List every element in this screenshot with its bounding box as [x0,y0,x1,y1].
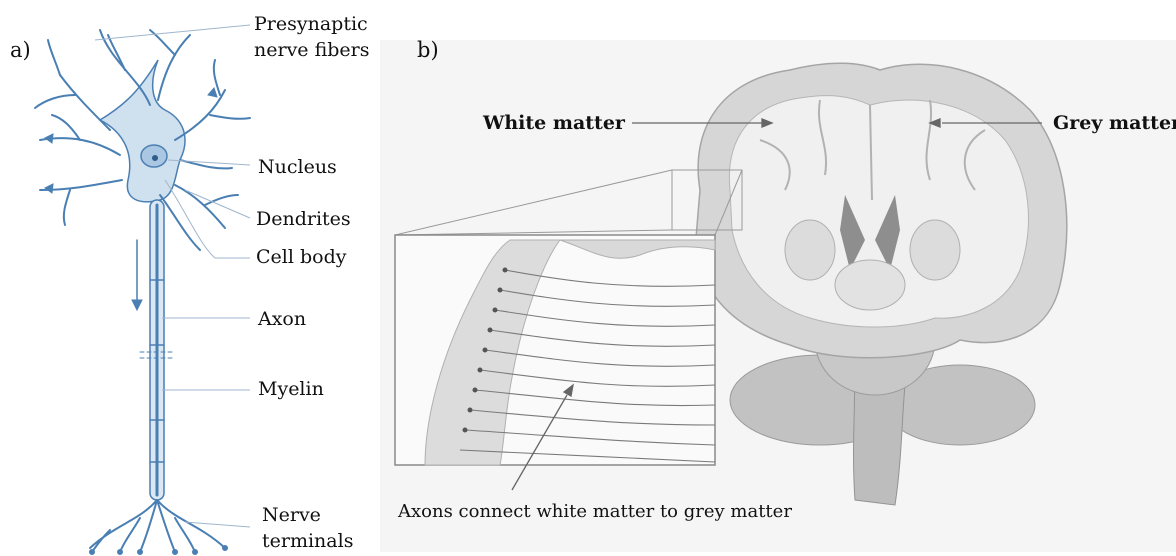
neuron-leader-lines [95,25,250,527]
nerve-terminals [90,500,225,552]
label-dendrites: Dendrites [256,207,351,231]
panel-label-b: b) [417,38,439,62]
label-nerve: Nerve [262,503,321,527]
cell-body-shape [100,60,185,202]
dendrite [60,75,110,130]
label-white-matter: White matter [483,111,625,135]
label-cell-body: Cell body [256,245,346,269]
label-grey-matter: Grey matter [1053,111,1176,135]
panel-label-a: a) [10,38,31,62]
dendrite [158,35,190,100]
neuron-illustration [35,30,250,554]
dendrite [160,195,200,250]
label-myelin: Myelin [258,377,324,401]
label-nerve-fibers: nerve fibers [254,38,370,62]
label-presynaptic: Presynaptic [254,12,368,36]
dendrite [175,185,225,228]
label-nucleus: Nucleus [258,155,337,179]
label-axon: Axon [258,307,306,331]
label-terminals: terminals [262,529,353,553]
axon-inset [395,235,715,465]
label-axons-caption: Axons connect white matter to grey matte… [398,500,792,524]
